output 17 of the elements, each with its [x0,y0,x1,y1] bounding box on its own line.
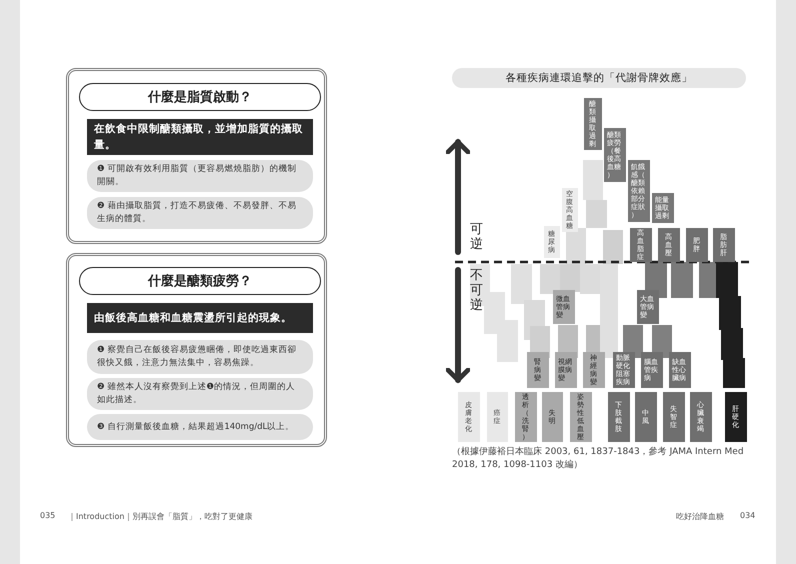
text: 在飲食中限制醣類攝取，並增加脂質的攝取量。 [94,122,304,153]
source-note: （根據伊藤裕日本臨床 2003, 61, 1837-1843，參考 JAMA Intern Med 2018, 178, 1098-1103 改編） [452,446,745,472]
text: 由飯後高血糖和血糖震盪所引起的現象。 [94,310,292,326]
text: ❶ 察覺自己在飯後容易疲憊睏倦，即使吃過東西卻很快又餓，注意力無法集中，容易焦躁。 [97,344,298,370]
heading: 什麼是醣類疲勞？ [148,272,252,290]
reversibility-label: 可逆 [470,222,484,252]
text: ❸ 自行測量飯後血糖，結果超過140mg/dL以上。 [97,420,294,434]
text: ❷ 雖然本人沒有察覺到上述❶的情況，但周圍的人如此描述。 [97,381,296,407]
running-header: 吃好治降血糖 [676,511,724,522]
page-number: 035 [40,511,56,520]
text: ❶ 可開啟有效利用脂質（更容易燃燒脂肪）的機制開關。 [97,163,298,189]
text: ❷ 藉由攝取脂質，打造不易疲倦、不易發胖、不易生病的體質。 [97,200,298,226]
heading: 什麼是脂質啟動？ [148,88,252,106]
chart-title: 各種疾病連環追擊的「代謝骨牌效應」 [506,71,692,85]
page-number: 034 [740,511,756,520]
reversibility-label: 不可逆 [470,268,484,313]
running-header: ｜Introduction｜別再誤會「脂質」，吃對了更健康 [68,511,252,522]
